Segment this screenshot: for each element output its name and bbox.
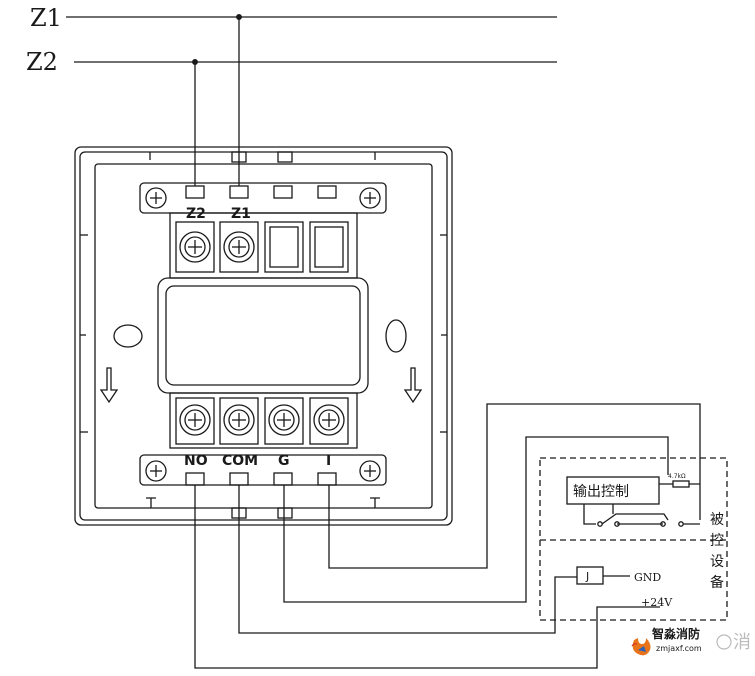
mounting-slots bbox=[113, 319, 407, 353]
relay-coil-label: J bbox=[585, 570, 589, 583]
bus-lines bbox=[66, 14, 557, 186]
bottom-screw-i bbox=[313, 404, 345, 436]
output-control-label: 输出控制 bbox=[573, 484, 629, 500]
flame-logo-icon bbox=[631, 638, 651, 656]
output-control-wires bbox=[583, 504, 614, 525]
controlled-device-char-3: 设 bbox=[710, 554, 724, 570]
top-screw-z1 bbox=[223, 231, 255, 263]
z1-junction-dot bbox=[236, 14, 242, 20]
gnd-label: GND bbox=[634, 571, 661, 584]
resistor bbox=[672, 480, 690, 488]
terminal-label-g: G bbox=[278, 453, 290, 469]
bottom-screw-com bbox=[223, 404, 255, 436]
z2-label: Z2 bbox=[26, 48, 58, 76]
z1-label: Z1 bbox=[30, 4, 62, 32]
terminal-label-z2: Z2 bbox=[186, 206, 206, 222]
bottom-terminal-strip bbox=[139, 392, 387, 486]
wechat-bubble-icon bbox=[716, 634, 732, 650]
top-screw-z2 bbox=[179, 231, 211, 263]
watermark-brand: 智淼消防 bbox=[651, 626, 700, 641]
controlled-device-char-4: 备 bbox=[710, 574, 724, 591]
down-arrow-left-icon bbox=[99, 367, 119, 404]
z2-junction-dot bbox=[192, 59, 198, 65]
terminal-label-com: COM bbox=[222, 453, 258, 469]
controlled-device-box bbox=[539, 457, 728, 621]
relay-contacts bbox=[597, 513, 700, 527]
wire-com bbox=[238, 485, 577, 634]
terminal-label-z1: Z1 bbox=[231, 206, 251, 222]
down-arrow-right-icon bbox=[403, 367, 423, 404]
watermark-side-text: 消 bbox=[733, 632, 751, 653]
top-terminal-strip bbox=[139, 182, 387, 279]
center-window bbox=[157, 277, 369, 394]
wire-i bbox=[328, 403, 701, 569]
watermark-url: zmjaxf.com bbox=[656, 644, 702, 653]
bottom-screw-no bbox=[179, 404, 211, 436]
watermark: 智淼消防 zmjaxf.com 消 bbox=[631, 626, 751, 656]
v24-label: +24V bbox=[641, 596, 673, 609]
module-plate bbox=[74, 146, 453, 526]
output-wires bbox=[194, 403, 701, 669]
mount-screw-bottom-right bbox=[359, 460, 381, 482]
wire-no bbox=[194, 485, 632, 669]
controlled-device-char-2: 控 bbox=[710, 533, 724, 549]
relay-coil-j bbox=[576, 566, 604, 585]
controlled-device-char-1: 被 bbox=[710, 512, 724, 528]
mount-screw-bottom-left bbox=[145, 460, 167, 482]
bottom-screw-g bbox=[268, 404, 300, 436]
resistor-label: 4.7kΩ bbox=[668, 473, 686, 480]
mount-screw-top-left bbox=[145, 187, 167, 209]
terminal-label-i: I bbox=[326, 453, 331, 469]
wire-g bbox=[283, 436, 669, 603]
mount-screw-top-right bbox=[359, 187, 381, 209]
terminal-label-no: NO bbox=[184, 453, 208, 469]
